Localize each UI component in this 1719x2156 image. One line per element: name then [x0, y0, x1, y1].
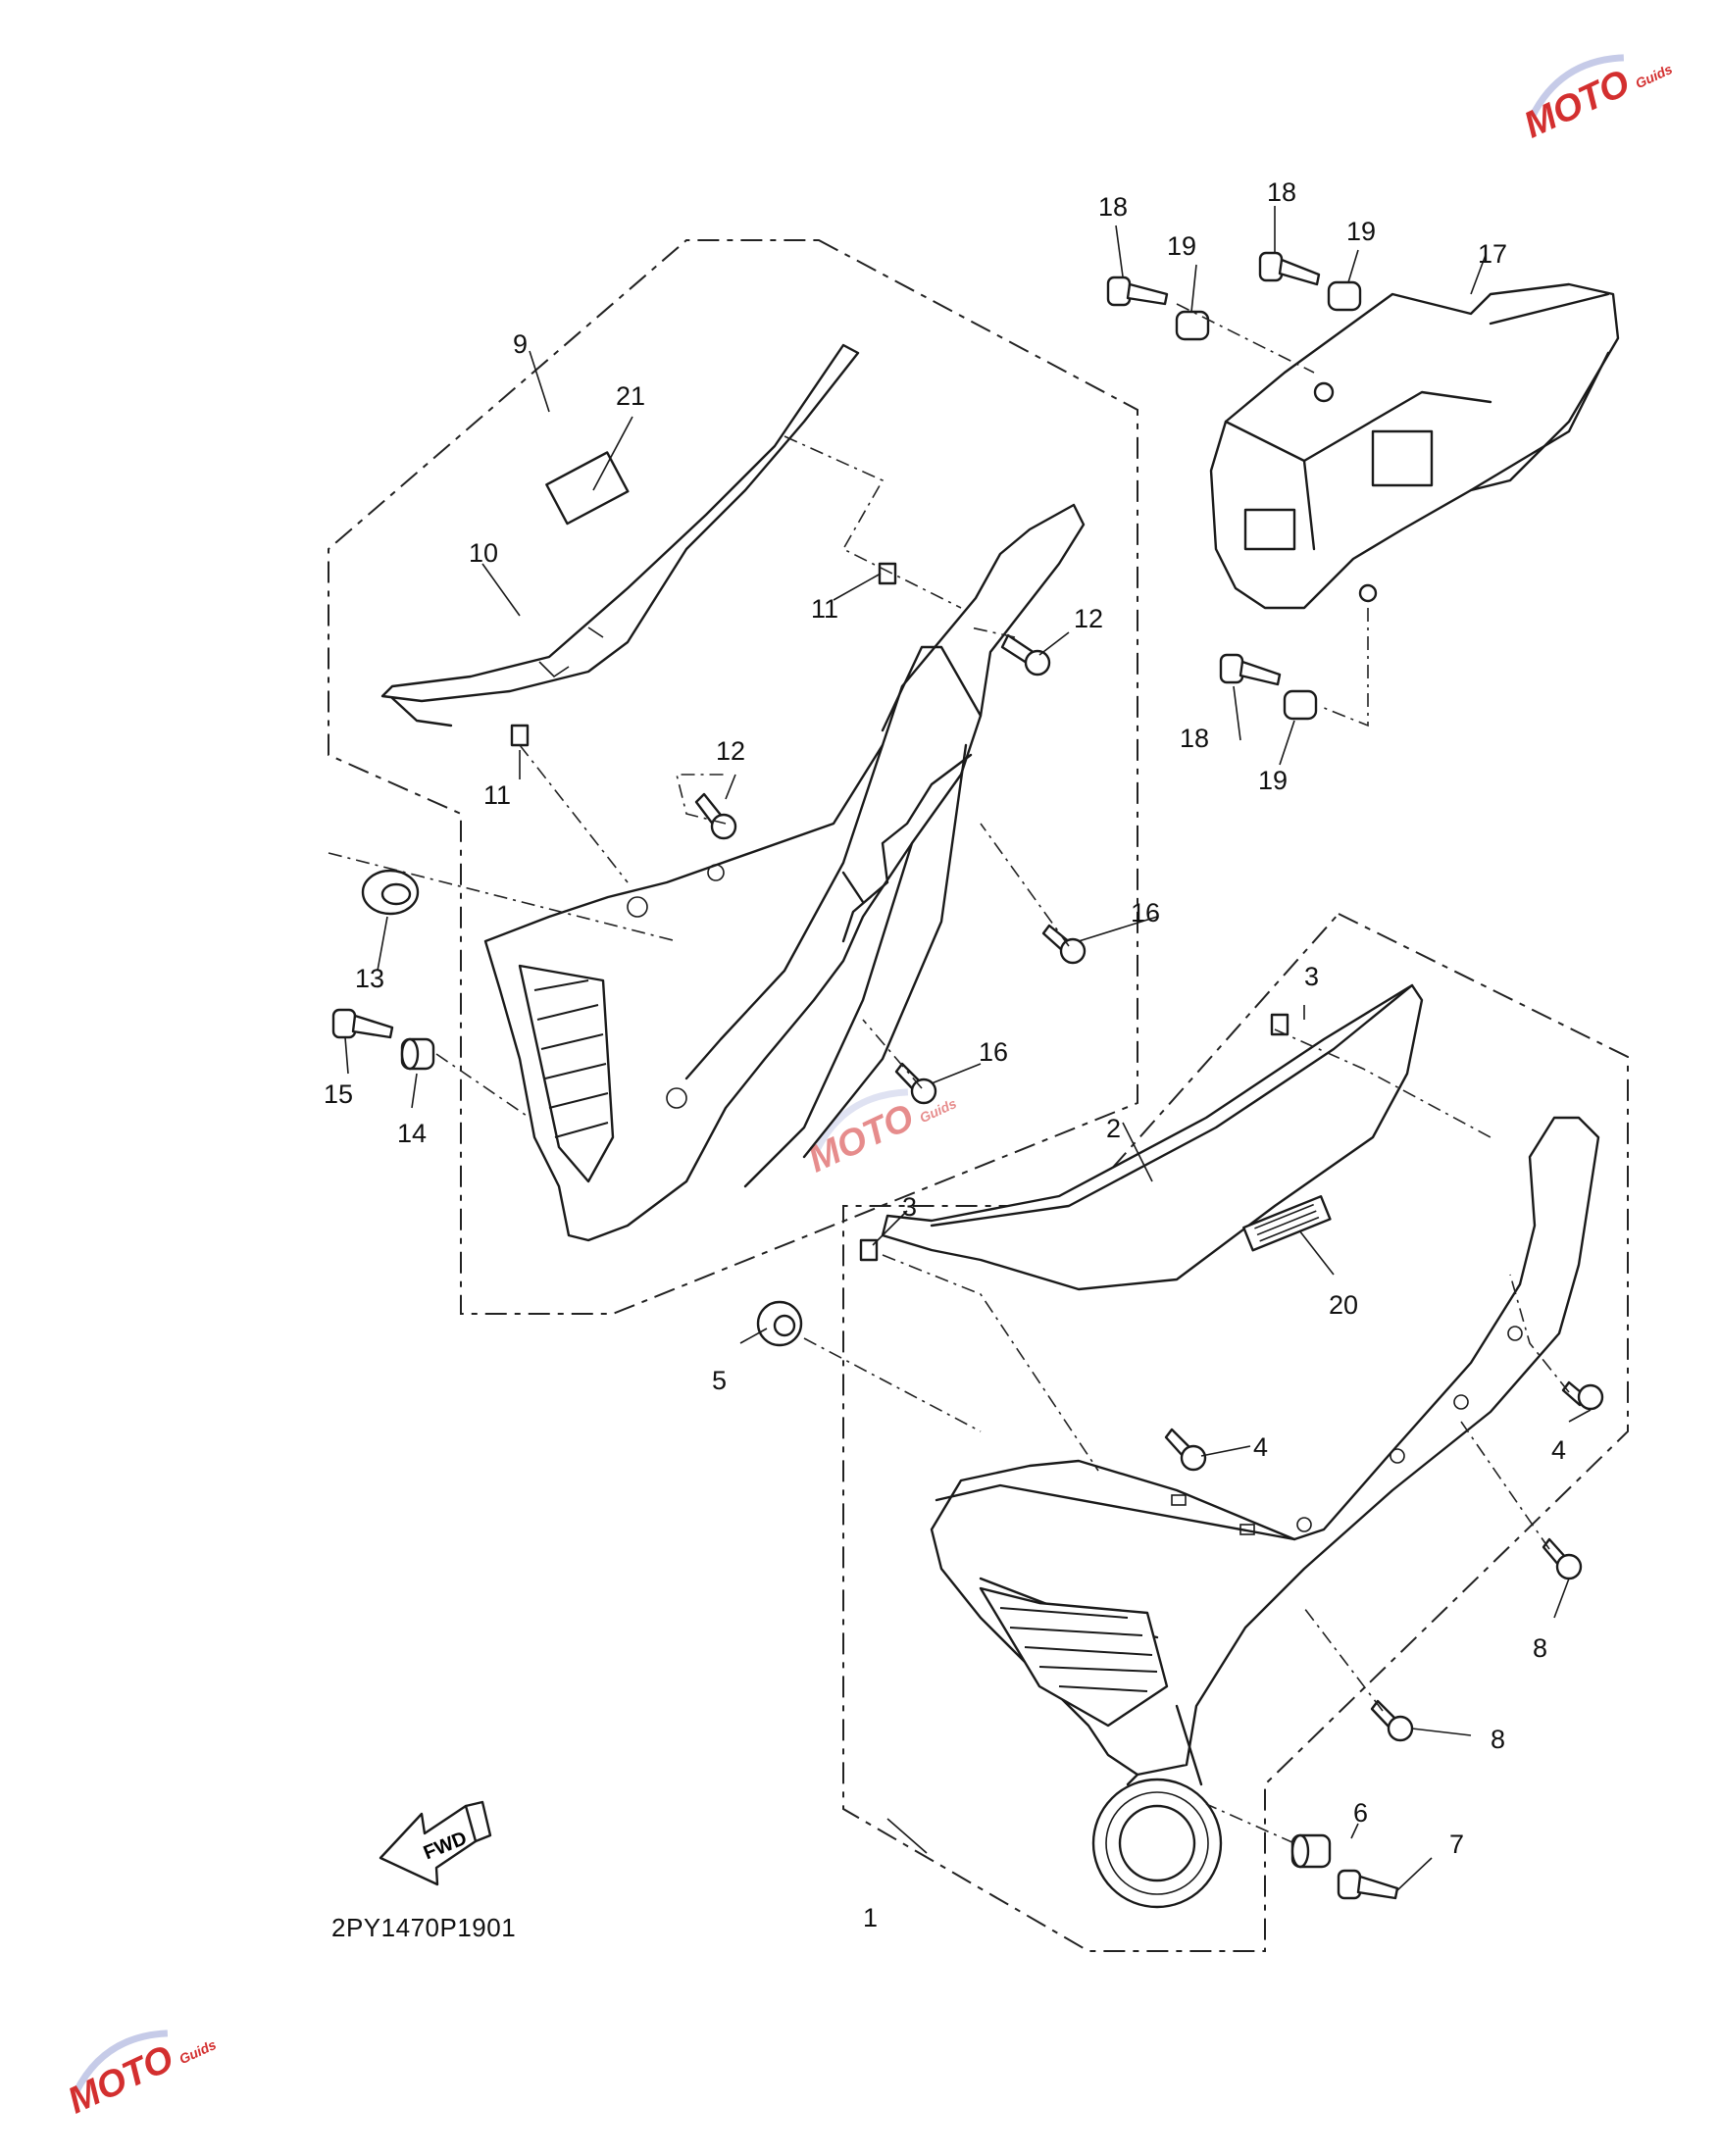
callout-3b: 3: [902, 1192, 917, 1222]
callout-16a: 16: [1131, 898, 1160, 928]
watermark-logo-top-right: MOTO Guids: [1518, 54, 1675, 146]
bolt-15: [331, 1008, 394, 1039]
callout-8b: 8: [1491, 1725, 1505, 1754]
collar-14: [400, 1037, 435, 1071]
callout-19b: 19: [1346, 217, 1376, 246]
callout-18c: 18: [1180, 724, 1209, 753]
bolt-7: [1337, 1869, 1399, 1900]
watermark-logo-center: MOTO Guids: [802, 1088, 959, 1180]
collar-19a: [1175, 310, 1210, 341]
callout-21: 21: [616, 381, 645, 411]
svg-text:Guids: Guids: [177, 2036, 219, 2067]
bolt-18a: [1106, 276, 1169, 307]
callout-6: 6: [1353, 1798, 1368, 1828]
callout-16b: 16: [979, 1037, 1008, 1067]
group-outline-right-cover: [842, 912, 1629, 1952]
callout-17: 17: [1478, 239, 1507, 269]
callout-12a: 12: [1074, 604, 1103, 633]
screw-12b: [694, 792, 737, 840]
grommet-5: [756, 1300, 803, 1347]
callout-13: 13: [355, 964, 384, 993]
callout-9: 9: [513, 329, 528, 359]
clip-11a: [878, 562, 897, 585]
clip-11b: [510, 724, 530, 747]
screw-8b: [1370, 1699, 1414, 1742]
svg-text:MOTO: MOTO: [1518, 62, 1636, 146]
callout-2: 2: [1106, 1114, 1121, 1143]
screw-16a: [1041, 924, 1087, 965]
part-lower-panel-1: [930, 1116, 1600, 1909]
screw-12a: [1000, 633, 1051, 677]
group-outline-left-cover: [328, 239, 1138, 1315]
callout-1: 1: [863, 1903, 878, 1932]
callout-19c: 19: [1258, 766, 1288, 795]
bolt-18c: [1219, 653, 1282, 686]
callout-15: 15: [324, 1079, 353, 1109]
watermark-logo-bottom-left: MOTO Guids: [62, 2030, 219, 2122]
assembly-lines: [328, 303, 1570, 1844]
callout-4a: 4: [1253, 1432, 1268, 1462]
collar-19b: [1327, 280, 1362, 312]
part-rail-10: [380, 343, 860, 727]
callout-8a: 8: [1533, 1633, 1547, 1663]
callout-leaders: [344, 206, 1592, 1891]
callout-19a: 19: [1167, 231, 1196, 261]
screw-8a: [1542, 1537, 1583, 1580]
callout-labels: 1 2 3 3 4 4 5 6 7 8 8 9 10 11 11 12 12 1…: [324, 177, 1566, 1932]
screw-4a: [1164, 1428, 1207, 1472]
callout-20: 20: [1329, 1290, 1358, 1320]
callout-7: 7: [1449, 1830, 1464, 1859]
callout-5: 5: [712, 1366, 727, 1395]
callout-11b: 11: [483, 780, 511, 810]
screw-16b: [894, 1062, 937, 1105]
callout-18a: 18: [1098, 192, 1128, 222]
part-label-21: [545, 451, 630, 526]
grommet-13: [361, 869, 420, 916]
callout-12b: 12: [716, 736, 745, 766]
diagram-code: 2PY1470P1901: [331, 1913, 516, 1942]
callout-10: 10: [469, 538, 498, 568]
part-side-panel-2: [881, 983, 1424, 1291]
part-left-side-cover: [483, 503, 1086, 1242]
callout-18b: 18: [1267, 177, 1296, 207]
callout-11a: 11: [811, 594, 838, 624]
bolt-18b: [1258, 251, 1321, 286]
part-bracket-17: [1209, 282, 1620, 610]
collar-19c: [1283, 689, 1318, 721]
collar-6: [1290, 1833, 1332, 1869]
screw-4b: [1561, 1380, 1604, 1411]
callout-3a: 3: [1304, 962, 1319, 991]
svg-text:MOTO: MOTO: [62, 2037, 179, 2122]
svg-text:Guids: Guids: [1633, 61, 1675, 91]
callout-4b: 4: [1551, 1435, 1566, 1465]
callout-14: 14: [397, 1119, 427, 1148]
fwd-arrow-icon: FWD: [379, 1800, 492, 1886]
